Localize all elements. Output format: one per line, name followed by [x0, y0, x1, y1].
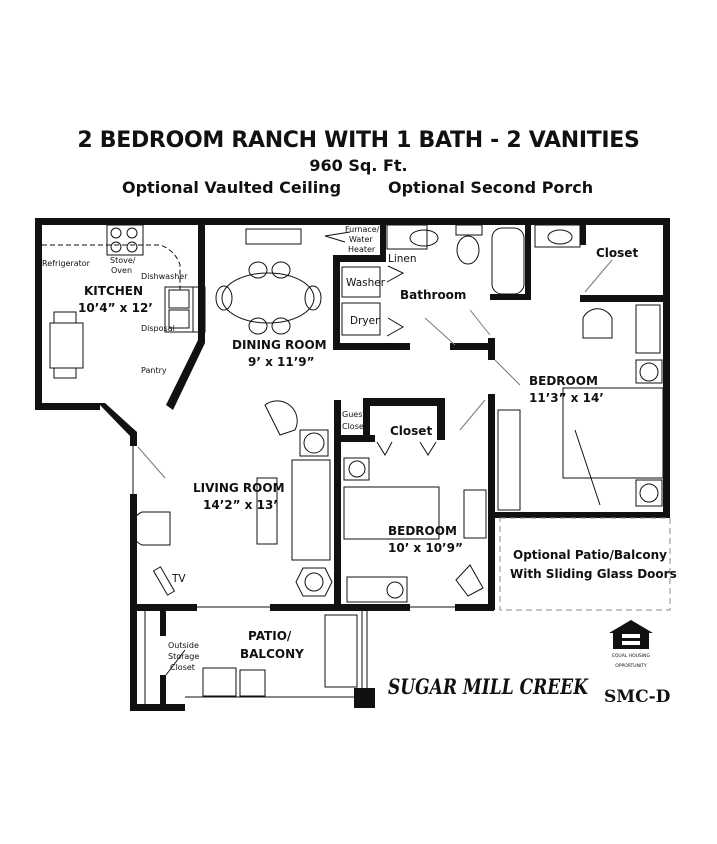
dining-size: 9’ x 11’9”: [248, 355, 315, 369]
storage-label-3: Closet: [170, 663, 195, 672]
furnace-label-1: Furnace/: [345, 225, 380, 234]
second-closet-label: Closet: [390, 424, 432, 438]
dining-name: DINING ROOM: [232, 338, 327, 352]
stove-label-1: Stove/: [110, 256, 136, 265]
stove-label-2: Oven: [111, 266, 132, 275]
second-bedroom-size: 10’ x 10’9”: [388, 541, 463, 555]
tv-label: TV: [171, 573, 186, 585]
linen-label: Linen: [388, 253, 417, 265]
disposal-label: Disposal: [141, 324, 175, 333]
option-vaulted-ceiling: Optional Vaulted Ceiling: [122, 178, 342, 197]
main-closet-label: Closet: [596, 246, 638, 260]
plan-code: SMC-D: [604, 687, 671, 707]
square-footage: 960 Sq. Ft.: [309, 156, 408, 175]
eho-text-1: EQUAL HOUSING: [612, 653, 650, 659]
labels: Refrigerator Stove/ Oven Dishwasher Disp…: [42, 225, 677, 707]
patio-line1: PATIO/: [248, 629, 292, 643]
patio-line2: BALCONY: [240, 647, 304, 661]
refrigerator-label: Refrigerator: [42, 259, 91, 268]
optional-patio-line2: With Sliding Glass Doors: [510, 567, 677, 581]
eho-text-2: OPPORTUNITY: [615, 663, 647, 669]
guest-closet-label-1: Guest: [342, 410, 366, 419]
walls: [35, 218, 670, 711]
furnace-label-2: Water: [349, 235, 373, 244]
kitchen-size: 10’4” x 12’: [78, 301, 153, 315]
storage-label-2: Storage: [168, 652, 199, 661]
dryer-label: Dryer: [350, 315, 380, 327]
main-bedroom-name: BEDROOM: [529, 374, 598, 388]
kitchen-name: KITCHEN: [84, 284, 143, 298]
living-name: LIVING ROOM: [193, 481, 285, 495]
pantry-label: Pantry: [141, 366, 167, 375]
furnace-label-3: Heater: [348, 245, 376, 254]
brand-logo: SUGAR MILL CREEK: [388, 674, 589, 699]
dishwasher-label: Dishwasher: [141, 272, 188, 281]
optional-patio-line1: Optional Patio/Balcony: [513, 548, 667, 562]
living-size: 14’2” x 13’: [203, 498, 278, 512]
second-bedroom-name: BEDROOM: [388, 524, 457, 538]
storage-label-1: Outside: [168, 641, 199, 650]
washer-label: Washer: [346, 277, 386, 289]
plan-title: 2 BEDROOM RANCH WITH 1 BATH - 2 VANITIES: [77, 128, 640, 153]
main-bedroom-size: 11’3” x 14’: [529, 391, 604, 405]
bathroom-label: Bathroom: [400, 288, 466, 302]
option-second-porch: Optional Second Porch: [388, 178, 594, 197]
windows: [42, 224, 671, 704]
guest-closet-label-2: Closet: [342, 422, 367, 431]
